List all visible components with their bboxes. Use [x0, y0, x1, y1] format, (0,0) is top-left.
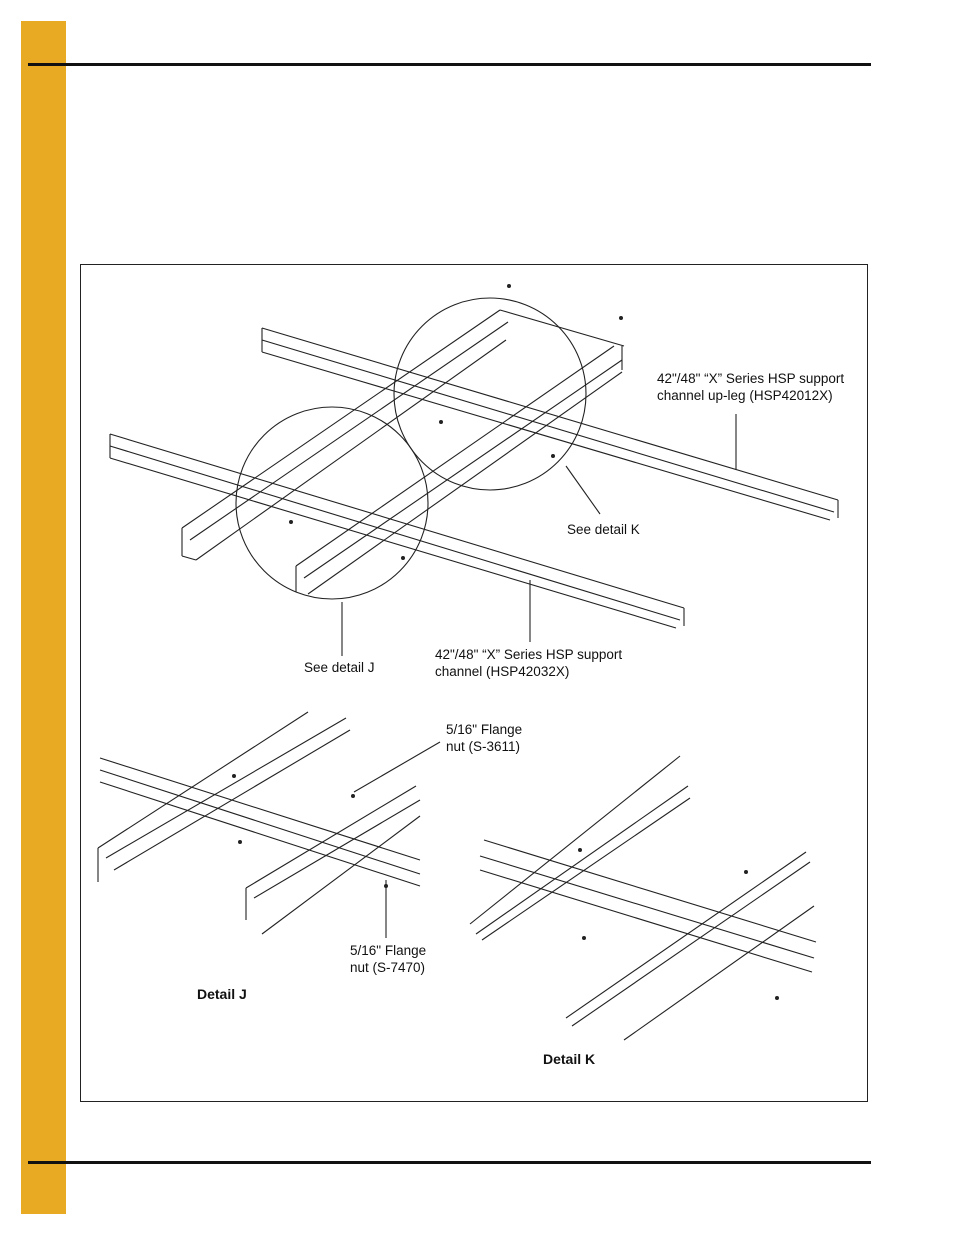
figure-frame — [80, 264, 868, 1102]
detail-j-title: Detail J — [197, 986, 247, 1002]
cross-channels — [181, 309, 625, 595]
fasteners — [232, 284, 779, 1000]
footer-rule — [28, 1161, 871, 1164]
support-channel-label: 42"/48" “X” Series HSP support channel (… — [435, 647, 623, 679]
upleg-channel — [261, 327, 839, 521]
side-tab — [21, 21, 66, 1214]
upleg-label: 42"/48" “X” Series HSP support channel u… — [657, 371, 845, 403]
flange-nut-s3611-label: 5/16" Flange nut (S-3611) — [446, 722, 523, 754]
detail-j-circle — [235, 406, 429, 600]
support-channel — [109, 433, 685, 629]
detail-j-drawing — [97, 711, 421, 935]
detail-k-drawing — [469, 755, 817, 1041]
detail-k-title: Detail K — [543, 1051, 596, 1067]
flange-nut-s7470-label: 5/16" Flange nut (S-7470) — [350, 943, 427, 975]
detail-k-circle — [393, 297, 587, 491]
see-detail-k-label: See detail K — [567, 522, 640, 537]
header-rule — [28, 63, 871, 66]
see-detail-j-label: See detail J — [304, 660, 375, 675]
